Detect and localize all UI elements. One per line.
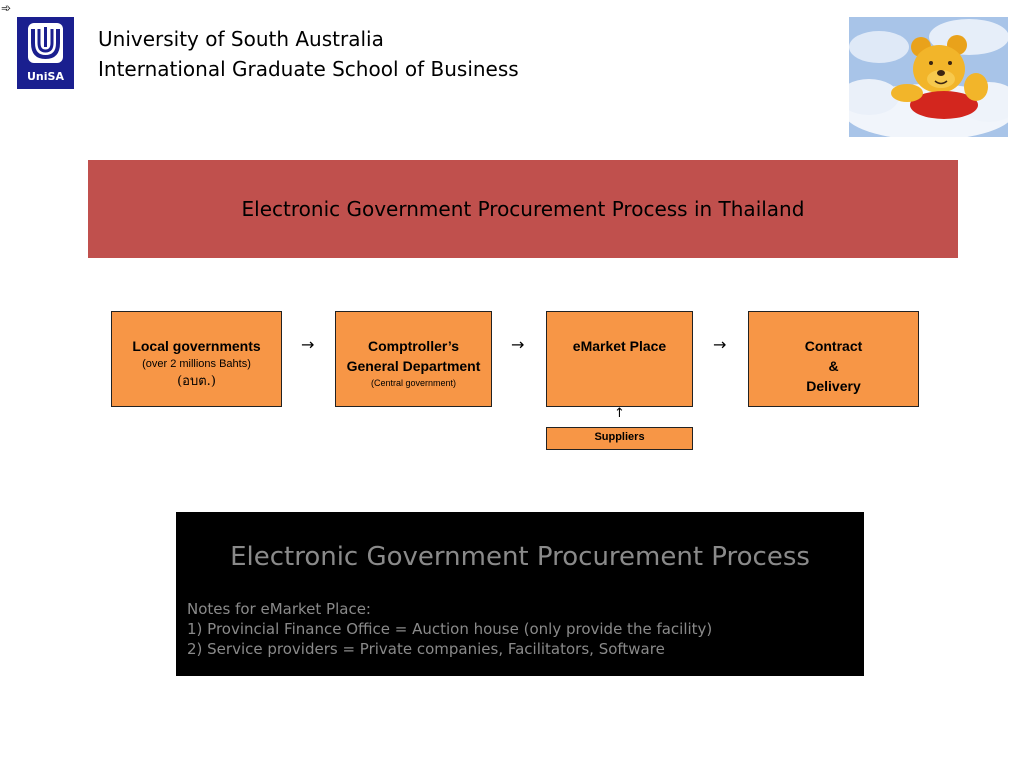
notes-panel: Electronic Government Procurement Proces… bbox=[176, 512, 864, 676]
banner-title: Electronic Government Procurement Proces… bbox=[241, 197, 805, 221]
university-name: University of South Australia bbox=[98, 27, 384, 51]
delivery-label: Delivery bbox=[806, 378, 861, 394]
logo-text: UniSA bbox=[27, 70, 64, 83]
comptroller-label-1: Comptroller’s bbox=[367, 338, 459, 354]
notes-line: 1) Provincial Finance Office = Auction h… bbox=[187, 620, 713, 638]
comptroller-box: Comptroller’s General Department (Centra… bbox=[335, 311, 492, 407]
notes-line: Notes for eMarket Place: bbox=[187, 600, 371, 618]
arrow-right-icon: → bbox=[301, 335, 315, 354]
local-governments-box: Local governments (over 2 millions Bahts… bbox=[111, 311, 282, 407]
arrow-right-icon: → bbox=[713, 335, 727, 354]
comptroller-label-2: General Department bbox=[346, 358, 481, 374]
notes-line: 2) Service providers = Private companies… bbox=[187, 640, 665, 658]
ampersand-label: & bbox=[828, 358, 839, 374]
university-header: University of South Australia Internatio… bbox=[98, 24, 519, 84]
suppliers-label: Suppliers bbox=[594, 431, 645, 443]
emarket-place-box: eMarket Place bbox=[546, 311, 693, 407]
local-governments-sub: (over 2 millions Bahts) bbox=[142, 358, 251, 370]
unisa-logo-mark bbox=[28, 23, 63, 63]
title-banner: Electronic Government Procurement Proces… bbox=[88, 160, 958, 258]
arrow-up-icon: ↑ bbox=[614, 406, 625, 421]
contract-label: Contract bbox=[804, 338, 863, 354]
unisa-logo: UniSA bbox=[17, 17, 74, 89]
school-name: International Graduate School of Busines… bbox=[98, 57, 519, 81]
notes-list: Notes for eMarket Place: 1) Provincial F… bbox=[187, 599, 712, 659]
emarket-place-label: eMarket Place bbox=[572, 338, 667, 354]
local-governments-thai: (อบต.) bbox=[177, 374, 216, 389]
notes-title: Electronic Government Procurement Proces… bbox=[230, 542, 810, 572]
arrow-right-icon: → bbox=[511, 335, 525, 354]
local-governments-label: Local governments bbox=[132, 338, 261, 354]
winnie-the-pooh-picture bbox=[849, 17, 1008, 137]
comptroller-sub: (Central government) bbox=[370, 378, 457, 388]
corner-arrow-icon: ➾ bbox=[1, 1, 12, 15]
suppliers-box: Suppliers bbox=[546, 427, 693, 450]
contract-delivery-box: Contract & Delivery bbox=[748, 311, 919, 407]
